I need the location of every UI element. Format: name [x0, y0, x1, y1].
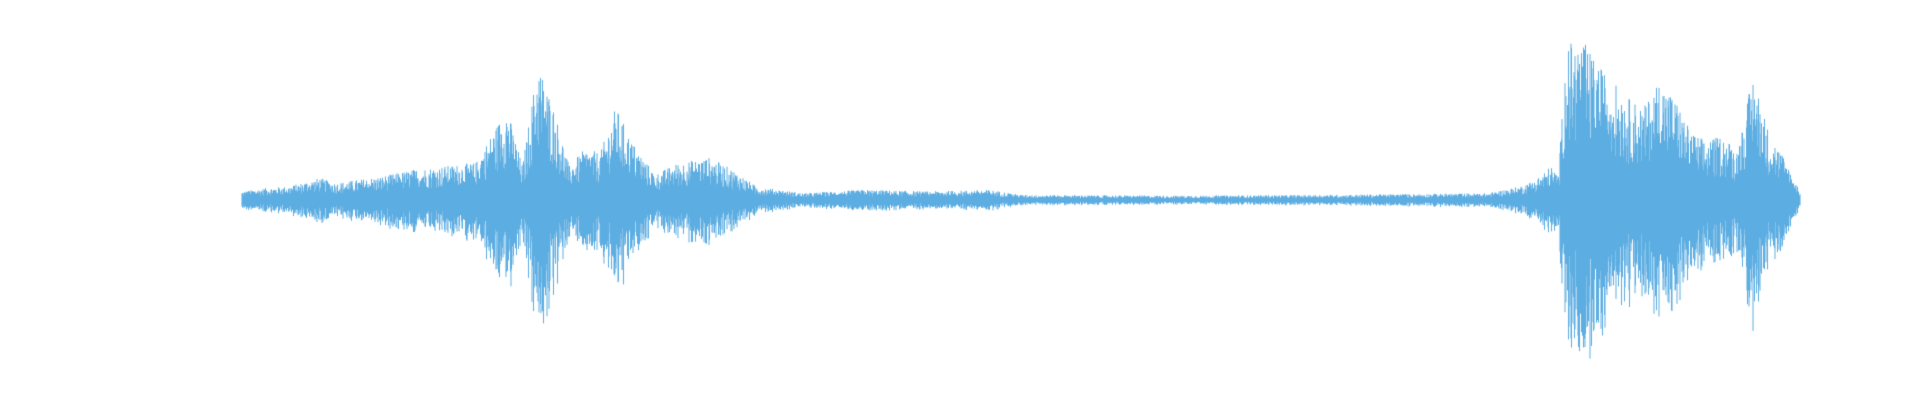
audio-waveform — [0, 0, 1920, 400]
